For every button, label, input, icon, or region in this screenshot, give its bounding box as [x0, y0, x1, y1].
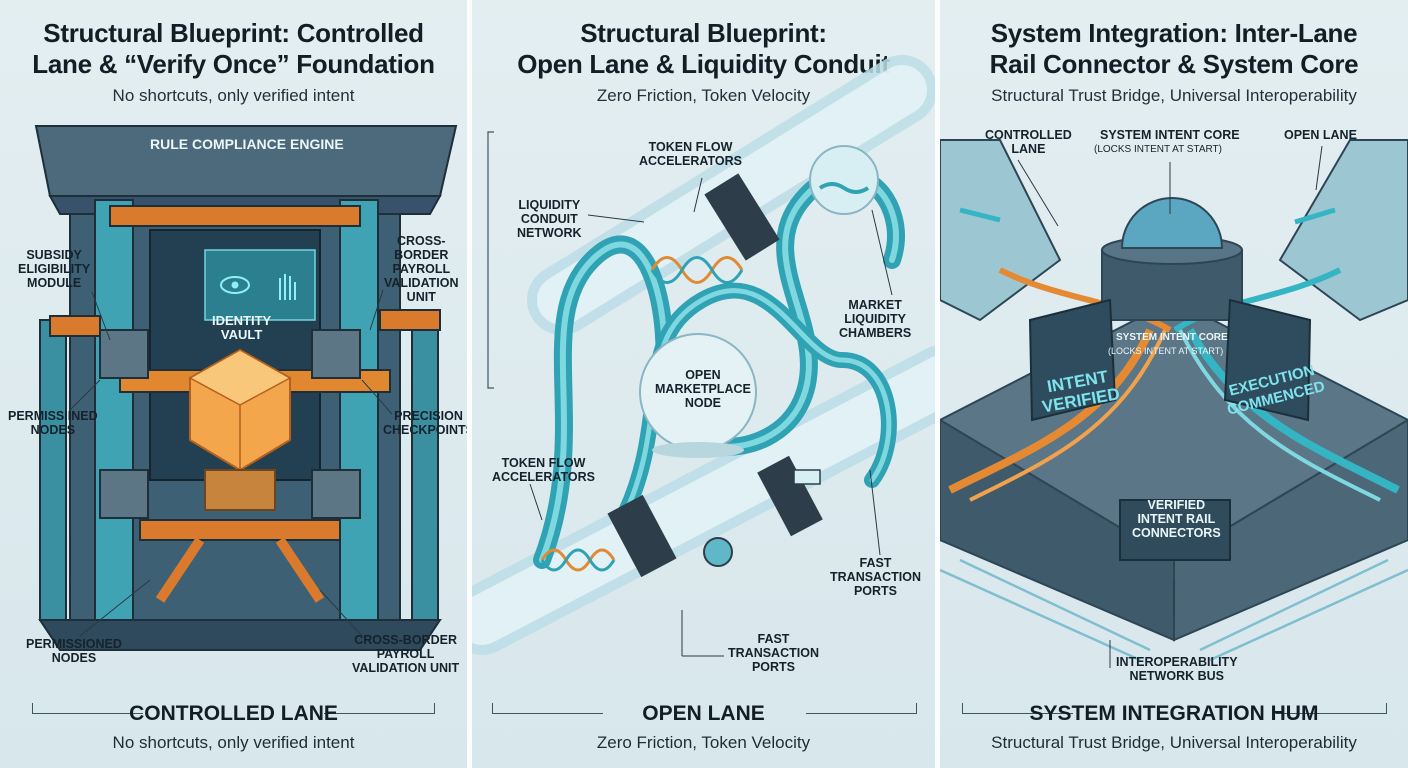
label-controlled-lane: CONTROLLED LANE [985, 128, 1072, 156]
label-market-liquidity-chambers: MARKET LIQUIDITY CHAMBERS [839, 298, 912, 340]
label-token-flow-accelerators-bottom: TOKEN FLOW ACCELERATORS [492, 456, 596, 484]
footer-title: CONTROLLED LANE [129, 702, 338, 725]
footer-bracket-left [962, 703, 1073, 714]
label-cross-border-payroll-top: CROSS- BORDER PAYROLL VALIDATION UNIT [384, 234, 459, 304]
label-permissioned-nodes: PERMISSIONED NODES [26, 637, 122, 665]
panel-title: Structural Blueprint: Controlled Lane & … [32, 18, 435, 79]
footer-subtitle: Zero Friction, Token Velocity [596, 733, 811, 752]
panel-title: Structural Blueprint: Open Lane & Liquid… [517, 18, 890, 79]
panel-subtitle: Zero Friction, Token Velocity [596, 86, 811, 105]
footer-title: SYSTEM INTEGRATION HUM [1029, 702, 1319, 725]
label-cross-border-payroll-bottom: CROSS-BORDER PAYROLL VALIDATION UNIT [352, 633, 460, 675]
panel-divider [467, 0, 472, 768]
label-open-lane: OPEN LANE [1284, 128, 1357, 142]
panel-controlled-lane: Structural Blueprint: Controlled Lane & … [0, 0, 467, 768]
label-verified-intent-rail-connectors: VERIFIED INTENT RAIL CONNECTORS [1132, 498, 1221, 540]
footer-bracket-left [32, 703, 143, 714]
label-liquidity-conduit-network: LIQUIDITY CONDUIT NETWORK [517, 198, 582, 240]
panel-divider [935, 0, 940, 768]
panel-subtitle: Structural Trust Bridge, Universal Inter… [991, 86, 1357, 105]
label-identity-vault: IDENTITY VAULT [212, 313, 272, 342]
panel-title: System Integration: Inter-Lane Rail Conn… [989, 18, 1359, 79]
panel-system-integration: System Integration: Inter-Lane Rail Conn… [940, 0, 1408, 768]
open-lane-conduit-illustration [472, 55, 935, 657]
footer-title: OPEN LANE [642, 702, 765, 725]
panel-open-lane: Structural Blueprint: Open Lane & Liquid… [472, 0, 935, 768]
footer-subtitle: Structural Trust Bridge, Universal Inter… [991, 733, 1357, 752]
label-rule-compliance-engine: RULE COMPLIANCE ENGINE [150, 136, 344, 152]
label-fast-transaction-ports-bottom: FAST TRANSACTION PORTS [728, 632, 819, 674]
label-permissiined-nodes: PERMISSIINED NODES [8, 409, 98, 437]
label-system-intent-core-top: SYSTEM INTENT CORE [1100, 128, 1240, 142]
label-system-intent-core-top-note: (LOCKS INTENT AT START) [1094, 144, 1222, 155]
footer-bracket-right [806, 703, 917, 714]
footer-bracket-right [324, 703, 435, 714]
footer-bracket-left [492, 703, 603, 714]
label-precision-checkpoints: PRECISION CHECKPOINTS [383, 409, 467, 437]
controlled-lane-tower-illustration [34, 125, 458, 651]
footer-bracket-right [1276, 703, 1387, 714]
footer-subtitle: No shortcuts, only verified intent [112, 733, 355, 752]
label-interoperability-network-bus: INTEROPERABILITY NETWORK BUS [1116, 655, 1238, 683]
label-system-intent-core-mid-note: (LOCKS INTENT AT START) [1108, 346, 1224, 356]
label-subsidy-eligibility-module: SUBSIDY ELIGIBILITY MODULE [18, 248, 91, 290]
system-core-illustration [940, 139, 1408, 668]
label-token-flow-accelerators-top: TOKEN FLOW ACCELERATORS [639, 140, 743, 168]
label-fast-transaction-ports-right: FAST TRANSACTION PORTS [830, 556, 921, 598]
label-system-intent-core-mid: SYSTEM INTENT CORE [1116, 332, 1228, 343]
label-open-marketplace-node: OPEN MARKETPLACE NODE [655, 368, 751, 410]
panel-subtitle: No shortcuts, only verified intent [112, 86, 355, 105]
